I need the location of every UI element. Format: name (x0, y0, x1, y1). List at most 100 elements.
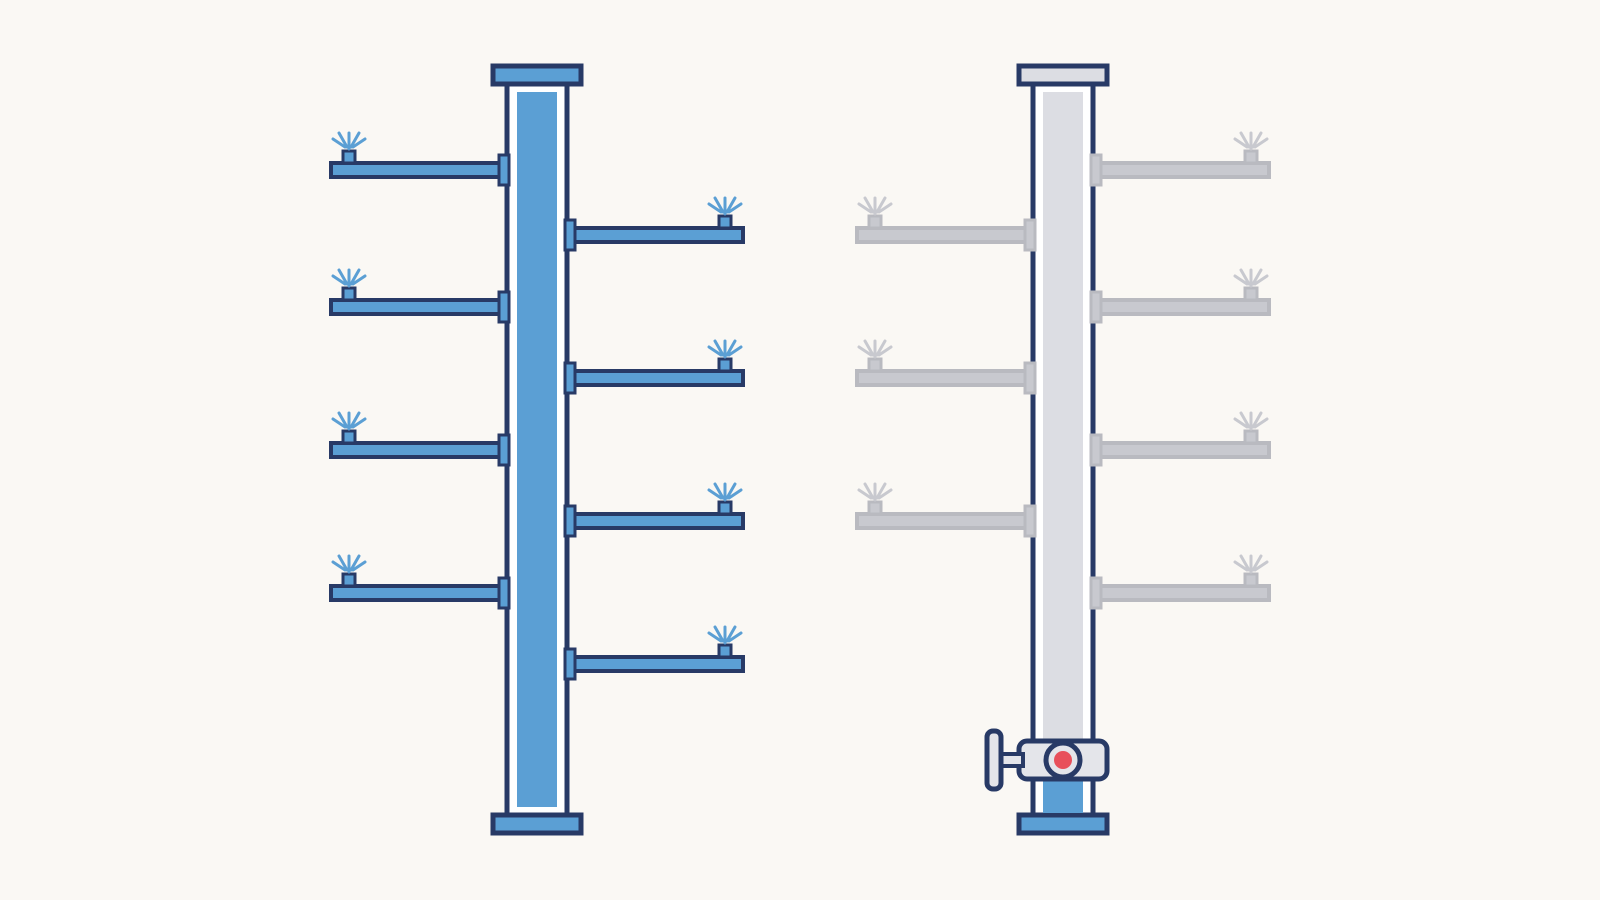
riser-dry (855, 63, 1271, 836)
branch-pipe-body (571, 512, 745, 530)
riser-bottom-cap (1016, 812, 1110, 836)
branch-pipe (329, 411, 511, 467)
sprinkler-stem (341, 572, 357, 588)
sprinkler-stem (717, 214, 733, 230)
water-spray (1233, 131, 1269, 151)
sprinkler-head-icon (1233, 554, 1269, 588)
branch-fitting (1089, 153, 1103, 187)
sprinkler-stem (341, 286, 357, 302)
branch-pipe (1089, 411, 1271, 467)
sprinkler-head-icon (331, 554, 367, 588)
riser-water-column (517, 92, 557, 807)
branch-pipe-body (329, 441, 503, 459)
sprinkler-stem (1243, 149, 1259, 165)
sprinkler-stem (717, 500, 733, 516)
branch-fitting (497, 153, 511, 187)
sprinkler-stem (717, 643, 733, 659)
branch-pipe-body (855, 369, 1029, 387)
branch-fitting (1023, 361, 1037, 395)
branch-pipe (329, 554, 511, 610)
sprinkler-stem (1243, 286, 1259, 302)
branch-fitting (497, 576, 511, 610)
sprinkler-head-icon (1233, 411, 1269, 445)
sprinkler-stem (867, 357, 883, 373)
sprinkler-stem (717, 357, 733, 373)
water-spray (1233, 411, 1269, 431)
branch-pipe (1089, 268, 1271, 324)
branch-pipe (563, 482, 745, 538)
sprinkler-head-icon (857, 339, 893, 373)
branch-pipe (855, 196, 1037, 252)
sprinkler-head-icon (707, 339, 743, 373)
water-spray (707, 196, 743, 216)
branch-fitting (497, 433, 511, 467)
branch-pipe (1089, 554, 1271, 610)
water-spray (331, 554, 367, 574)
sprinkler-head-icon (331, 131, 367, 165)
branch-pipe (855, 339, 1037, 395)
water-spray (857, 339, 893, 359)
sprinkler-stem (341, 149, 357, 165)
riser-empty-column (1043, 92, 1083, 772)
branch-fitting (497, 290, 511, 324)
sprinkler-stem (867, 214, 883, 230)
branch-fitting (1089, 576, 1103, 610)
riser-water-below-valve (1043, 780, 1083, 813)
branch-pipe-body (1097, 584, 1271, 602)
water-spray (331, 268, 367, 288)
branch-pipe (855, 482, 1037, 538)
branch-fitting (563, 361, 577, 395)
sprinkler-head-icon (857, 482, 893, 516)
sprinkler-stem (867, 500, 883, 516)
branch-pipe (563, 339, 745, 395)
branch-pipe (329, 268, 511, 324)
branch-fitting (1023, 504, 1037, 538)
water-spray (857, 482, 893, 502)
water-spray (331, 131, 367, 151)
branch-pipe-body (571, 226, 745, 244)
water-spray (857, 196, 893, 216)
water-spray (331, 411, 367, 431)
sprinkler-head-icon (1233, 131, 1269, 165)
sprinkler-stem (1243, 572, 1259, 588)
shutoff-valve-icon[interactable] (984, 728, 1110, 792)
sprinkler-stem (1243, 429, 1259, 445)
valve-handle[interactable] (984, 728, 1004, 792)
water-spray (707, 625, 743, 645)
branch-pipe-body (329, 161, 503, 179)
branch-pipe (563, 196, 745, 252)
branch-pipe-body (571, 369, 745, 387)
branch-fitting (563, 504, 577, 538)
riser-wet (329, 63, 745, 836)
branch-pipe-body (329, 298, 503, 316)
branch-fitting (563, 218, 577, 252)
water-spray (1233, 268, 1269, 288)
branch-pipe (563, 625, 745, 681)
branch-pipe (329, 131, 511, 187)
branch-pipe-body (1097, 298, 1271, 316)
branch-pipe-body (1097, 161, 1271, 179)
sprinkler-stem (341, 429, 357, 445)
water-spray (707, 339, 743, 359)
riser-top-cap (490, 63, 584, 87)
branch-pipe-body (855, 512, 1029, 530)
water-spray (1233, 554, 1269, 574)
sprinkler-head-icon (1233, 268, 1269, 302)
branch-pipe-body (329, 584, 503, 602)
sprinkler-head-icon (707, 625, 743, 659)
sprinkler-head-icon (707, 482, 743, 516)
branch-fitting (563, 647, 577, 681)
valve-stem (999, 752, 1025, 768)
branch-pipe-body (571, 655, 745, 673)
sprinkler-head-icon (857, 196, 893, 230)
branch-fitting (1023, 218, 1037, 252)
branch-fitting (1089, 433, 1103, 467)
sprinkler-head-icon (331, 411, 367, 445)
valve-indicator-light (1054, 751, 1072, 769)
riser-top-cap (1016, 63, 1110, 87)
branch-pipe-body (1097, 441, 1271, 459)
water-spray (707, 482, 743, 502)
branch-fitting (1089, 290, 1103, 324)
